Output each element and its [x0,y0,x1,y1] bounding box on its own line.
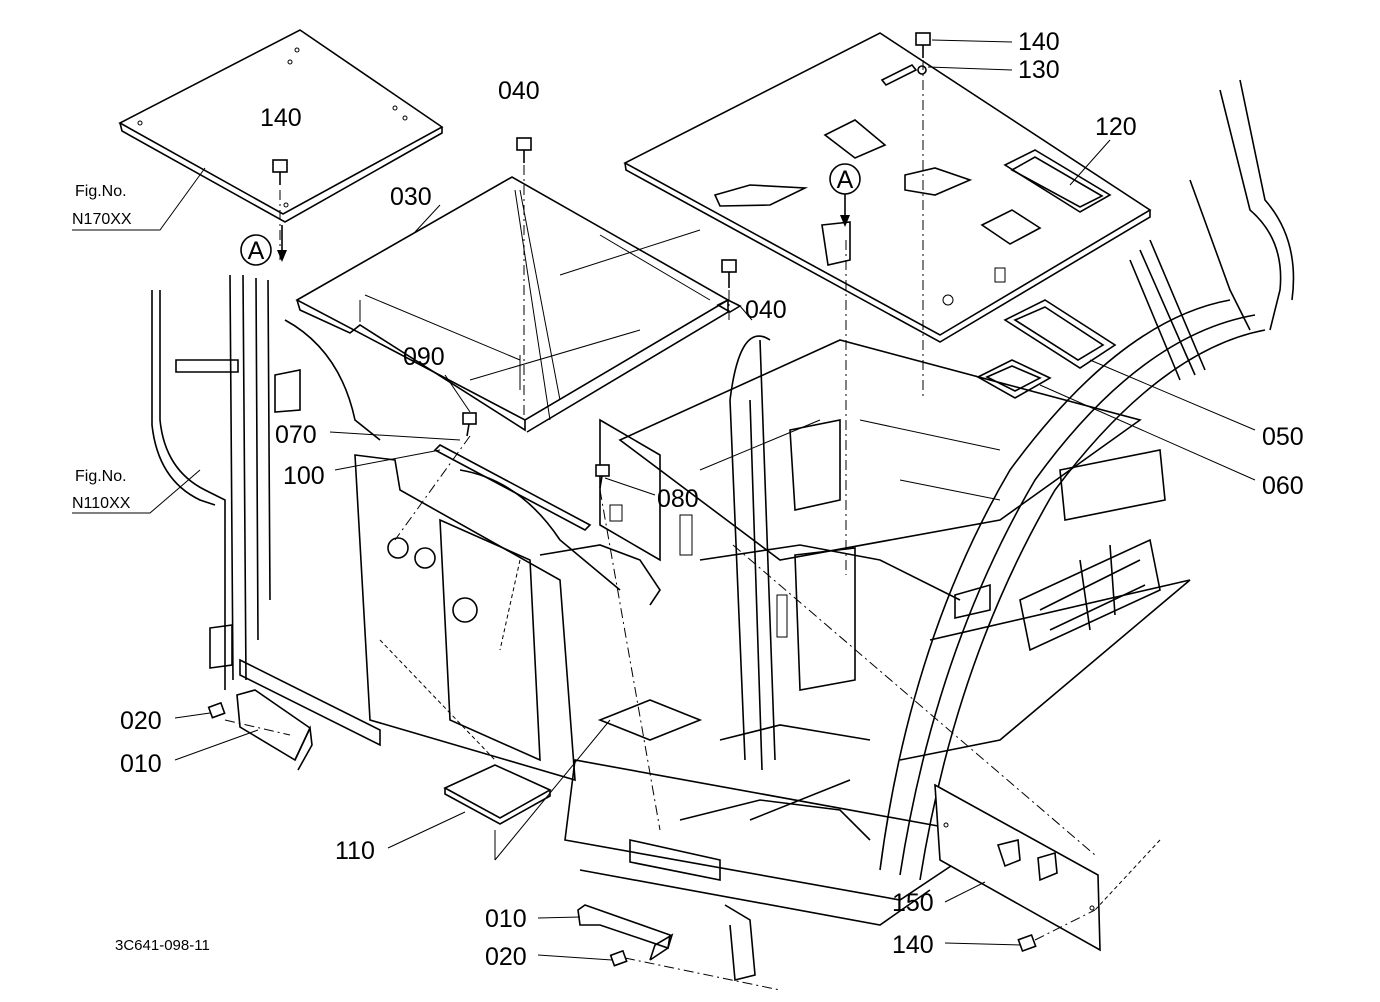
part-label-040-mid: 040 [745,296,787,324]
bolt-090 [462,412,477,437]
fig-ref-top-title: Fig.No. [75,183,127,200]
bolt-040-mid [716,259,742,313]
part-label-140-top: 140 [1018,28,1060,56]
part-label-040-top: 040 [498,77,540,105]
part-label-120: 120 [1095,113,1137,141]
part-label-070: 070 [275,421,317,449]
bolt-020-bottom [609,949,628,967]
center-lines [224,60,1161,991]
part-label-030: 030 [390,183,432,211]
part-label-090: 090 [403,343,445,371]
bolt-080 [595,464,610,489]
boot-050 [1003,299,1117,369]
bolt-140-left [272,159,288,185]
part-label-100: 100 [283,462,325,490]
part-label-050: 050 [1262,423,1304,451]
roof-plate-120 [623,32,1152,343]
part-label-140-bottom: 140 [892,931,934,959]
part-label-130: 130 [1018,56,1060,84]
fig-ref-left-code: N110XX [72,495,131,512]
part-label-020-left: 020 [120,707,162,735]
figure-refs: Fig.No. N170XX Fig.No. N110XX [72,183,132,512]
view-marker-a-right-label: A [837,166,854,194]
part-label-020-bottom: 020 [485,943,527,971]
part-label-060: 060 [1262,472,1304,500]
view-marker-a-left-label: A [248,237,265,265]
fig-ref-left-title: Fig.No. [75,468,127,485]
leader-lines [72,39,1256,961]
fig-ref-top-code: N170XX [72,211,132,228]
panel-150 [934,783,1101,952]
part-label-080: 080 [657,485,699,513]
drawing-number: 3C641-098-11 [115,937,210,954]
bracket-010-bottom [577,904,674,961]
bolt-140-top [915,32,931,58]
floor-plate-n170xx [118,29,444,223]
part-label-140-left: 140 [260,104,302,132]
part-label-010-bottom: 010 [485,905,527,933]
part-label-010-left: 010 [120,750,162,778]
left-fender-frame [151,274,381,747]
boot-060 [976,359,1052,399]
view-marker-a-left: A [240,225,287,266]
bolt-020-left [207,701,226,719]
washer-130 [880,63,927,87]
part-labels: 140 130 120 040 030 140 040 090 070 100 … [120,28,1304,971]
cover-030 [295,176,730,433]
bolt-140-bottom [1017,933,1037,953]
part-label-150: 150 [892,889,934,917]
bolt-040-top [516,137,532,163]
part-label-110: 110 [335,837,375,865]
floor-mat-110 [443,764,552,825]
cab-frame [354,79,1295,982]
bracket-010-left [236,689,313,771]
view-marker-a-right: A [829,163,861,227]
